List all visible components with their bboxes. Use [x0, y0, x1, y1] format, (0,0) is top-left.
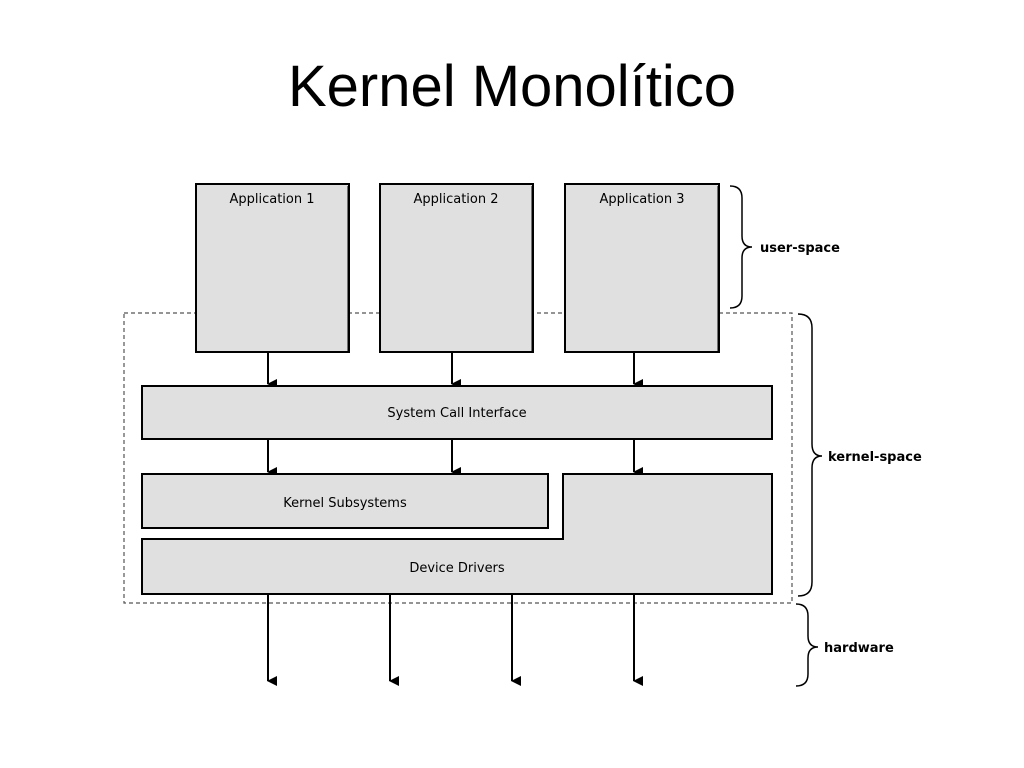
kernel-space-region	[123, 312, 793, 604]
device-drivers-box: Device Drivers	[141, 473, 773, 595]
user-space-bracket	[729, 185, 753, 309]
hardware-bracket	[795, 603, 819, 687]
application-label-1: Application 1	[229, 192, 314, 207]
hardware-label: hardware	[824, 641, 894, 656]
kernel-subsystems-box: Kernel Subsystems	[141, 473, 549, 529]
application-box-2: Application 2	[379, 183, 534, 353]
device-drivers-label: Device Drivers	[409, 561, 505, 576]
application-box-3: Application 3	[564, 183, 720, 353]
system-call-interface-box: System Call Interface	[141, 385, 773, 440]
kernel-space-label: kernel-space	[828, 450, 922, 465]
application-box-1: Application 1	[195, 183, 350, 353]
slide-title: Kernel Monolítico	[287, 54, 737, 119]
user-space-label: user-space	[760, 241, 840, 256]
application-label-3: Application 3	[599, 192, 684, 207]
system-call-interface-label: System Call Interface	[387, 406, 526, 421]
kernel-subsystems-label: Kernel Subsystems	[283, 496, 407, 511]
kernel-space-bracket	[797, 313, 823, 597]
application-label-2: Application 2	[413, 192, 498, 207]
